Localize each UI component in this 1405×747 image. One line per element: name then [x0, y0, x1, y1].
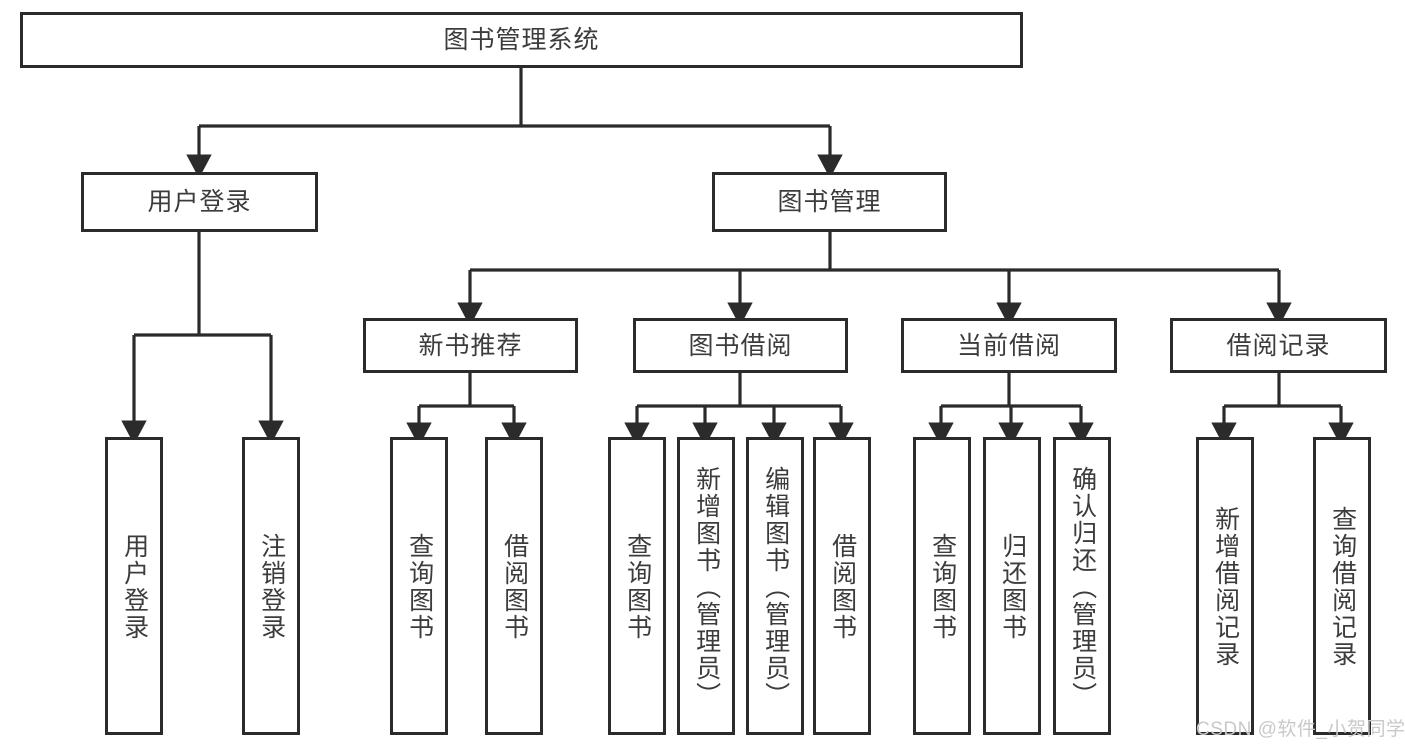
node-label: 注销登录 [257, 533, 286, 641]
node-label: 当前借阅 [956, 331, 1061, 360]
leaf-recommend-borrow-book[interactable]: 借阅图书 [485, 437, 543, 735]
node-current-borrow[interactable]: 当前借阅 [901, 318, 1117, 373]
node-label: 借阅图书 [828, 533, 857, 641]
leaf-current-query-book[interactable]: 查询图书 [913, 437, 971, 735]
node-label: 新增图书（管理员） [692, 465, 721, 709]
csdn-watermark: CSDN @软件_小贺同学 [1196, 719, 1405, 740]
node-label: 查询借阅记录 [1328, 506, 1357, 668]
node-label: 借阅图书 [500, 533, 529, 641]
node-label: 图书管理系统 [443, 26, 600, 54]
node-label: 确认归还（管理员） [1068, 465, 1097, 709]
node-user-login[interactable]: 用户登录 [81, 172, 318, 232]
leaf-user-login-logout[interactable]: 注销登录 [242, 437, 300, 735]
node-label: 查询图书 [928, 533, 957, 641]
node-label: 用户登录 [147, 188, 252, 216]
leaf-borrow-add-book[interactable]: 新增图书（管理员） [677, 437, 735, 735]
node-borrow-record[interactable]: 借阅记录 [1170, 318, 1387, 373]
node-book-management[interactable]: 图书管理 [712, 172, 947, 232]
leaf-current-return-book[interactable]: 归还图书 [983, 437, 1041, 735]
leaf-borrow-edit-book[interactable]: 编辑图书（管理员） [746, 437, 804, 735]
node-book-borrow[interactable]: 图书借阅 [633, 318, 848, 373]
leaf-recommend-query-book[interactable]: 查询图书 [390, 437, 448, 735]
node-label: 新书推荐 [418, 331, 523, 360]
node-root[interactable]: 图书管理系统 [20, 12, 1023, 68]
node-label: 查询图书 [405, 533, 434, 641]
node-new-book-recommend[interactable]: 新书推荐 [363, 318, 578, 373]
node-label: 归还图书 [998, 533, 1027, 641]
leaf-current-confirm-return[interactable]: 确认归还（管理员） [1053, 437, 1111, 735]
leaf-borrow-query-book[interactable]: 查询图书 [608, 437, 666, 735]
node-label: 图书借阅 [688, 331, 793, 360]
node-label: 用户登录 [120, 533, 149, 641]
node-label: 查询图书 [623, 533, 652, 641]
node-label: 新增借阅记录 [1211, 506, 1240, 668]
leaf-record-add-record[interactable]: 新增借阅记录 [1196, 437, 1254, 735]
leaf-borrow-borrow-book[interactable]: 借阅图书 [813, 437, 871, 735]
leaf-user-login-login[interactable]: 用户登录 [105, 437, 163, 735]
node-label: 借阅记录 [1226, 331, 1331, 360]
leaf-record-query-record[interactable]: 查询借阅记录 [1313, 437, 1371, 735]
node-label: 编辑图书（管理员） [761, 465, 790, 709]
node-label: 图书管理 [777, 188, 882, 216]
